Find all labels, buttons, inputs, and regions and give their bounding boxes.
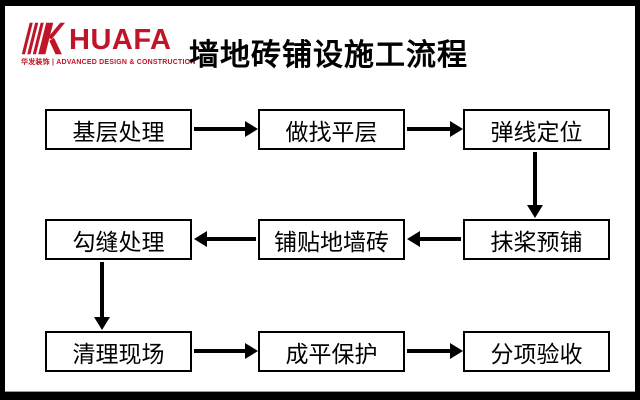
page-title: 墙地砖铺设施工流程 (189, 39, 468, 72)
arrow-step1-to-step2 (194, 121, 258, 137)
arrow-step8-to-step9 (407, 343, 463, 359)
arrow-step2-to-step3 (407, 121, 463, 137)
flow-step-label: 基层处理 (72, 118, 165, 145)
logo-tagline: 华发装饰 | ADVANCED DESIGN & CONSTRUCTION (21, 59, 196, 66)
flow-step-tile-laying: 铺贴地墙砖 (258, 219, 405, 260)
arrow-step3-to-step4 (527, 152, 543, 218)
flow-step-grouting: 勾缝处理 (45, 219, 192, 260)
flow-step-base-treatment: 基层处理 (45, 109, 192, 150)
flow-step-leveling-layer: 做找平层 (258, 109, 405, 150)
flow-step-label: 弹线定位 (490, 118, 583, 145)
flow-step-mortar-prelay: 抹桨预铺 (463, 219, 610, 260)
flow-step-label: 勾缝处理 (72, 228, 165, 255)
arrow-step4-to-step5 (407, 231, 461, 247)
huafa-logo: HUAFA 华发装饰 | ADVANCED DESIGN & CONSTRUCT… (21, 22, 196, 67)
flow-step-label: 成平保护 (285, 340, 378, 367)
flow-step-label: 分项验收 (490, 340, 583, 367)
slide: HUAFA 华发装饰 | ADVANCED DESIGN & CONSTRUCT… (5, 6, 635, 392)
flow-step-line-positioning: 弹线定位 (463, 109, 610, 150)
huafa-logo-top: HUAFA (21, 22, 173, 55)
huafa-k-icon (21, 22, 65, 55)
flow-step-label: 做找平层 (285, 118, 378, 145)
logo-wordmark: HUAFA (69, 24, 172, 56)
arrow-step6-to-step7 (94, 262, 110, 330)
flow-step-label: 铺贴地墙砖 (274, 228, 389, 255)
arrow-step7-to-step8 (194, 343, 258, 359)
arrow-step5-to-step6 (194, 231, 256, 247)
flow-step-acceptance: 分项验收 (463, 331, 610, 372)
flow-step-label: 清理现场 (72, 340, 165, 367)
flow-step-site-cleanup: 清理现场 (45, 331, 192, 372)
flow-step-finish-protection: 成平保护 (258, 331, 405, 372)
flow-step-label: 抹桨预铺 (490, 228, 583, 255)
